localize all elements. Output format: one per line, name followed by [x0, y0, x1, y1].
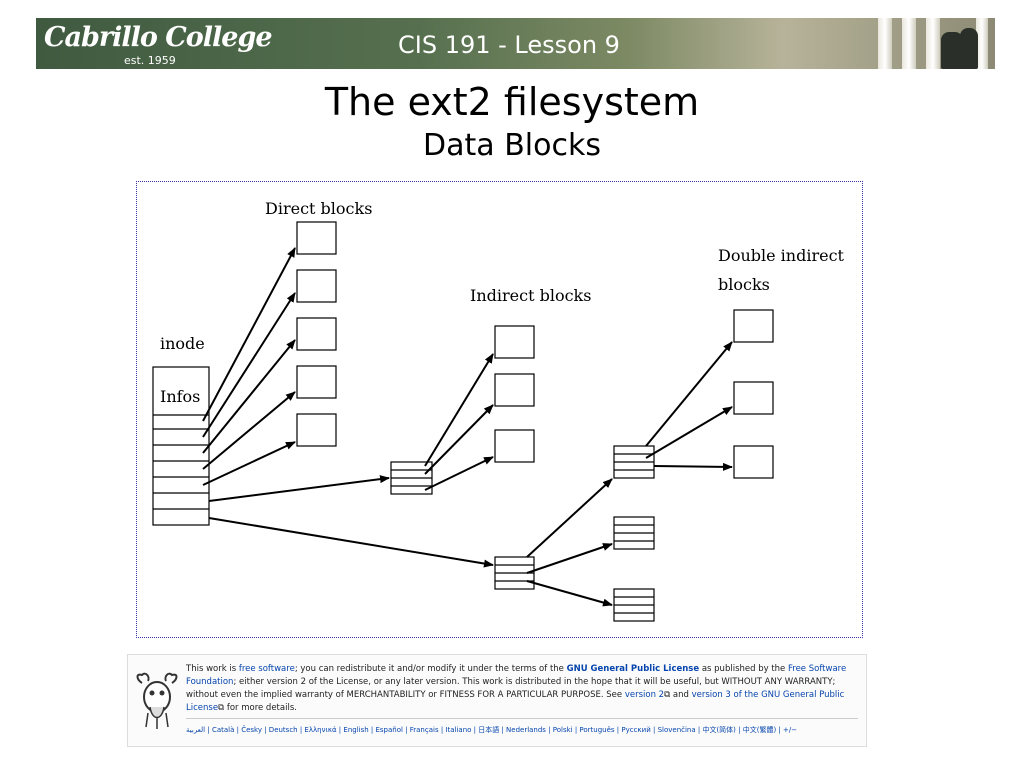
external-link-icon: ⧉: [664, 690, 671, 700]
indirect-blocks: [494, 325, 535, 463]
header-banner: Cabrillo College est. 1959 CIS 191 - Les…: [36, 18, 995, 69]
slide-title: The ext2 filesystem: [324, 80, 700, 124]
slide-subtitle: Data Blocks: [423, 128, 601, 163]
label-direct-blocks: Direct blocks: [265, 199, 372, 218]
free-software-link[interactable]: free software: [238, 664, 295, 674]
pointer-arrows: [202, 247, 733, 607]
license-text: This work is free software; you can redi…: [186, 663, 856, 715]
second-level-pointer-table: [613, 445, 655, 479]
college-logo-est: est. 1959: [124, 54, 176, 67]
license-text-part: ; either version 2 of the License, or an…: [186, 677, 836, 700]
license-text-part: as published by the: [699, 664, 788, 674]
banner-column: [902, 18, 916, 69]
double-indirect-blocks: [733, 309, 774, 479]
banner-person: [941, 32, 963, 69]
fsf-link[interactable]: Free Software Foundation: [186, 664, 847, 687]
banner-column: [976, 18, 988, 69]
banner-column: [926, 18, 940, 69]
diagram-frame: Direct blocks inode Infos Indirect block…: [136, 181, 863, 638]
lesson-title: CIS 191 - Lesson 9: [398, 31, 620, 59]
label-double-indirect-2: blocks: [718, 275, 770, 294]
college-logo: Cabrillo College: [44, 22, 273, 53]
label-double-indirect-1: Double indirect: [718, 246, 845, 265]
banner-person: [960, 28, 978, 69]
indirect-pointer-table: [390, 461, 433, 495]
gnu-head-icon: [136, 672, 178, 729]
label-infos: Infos: [160, 387, 200, 406]
direct-blocks: [296, 221, 337, 447]
gpl-link[interactable]: GNU General Public License: [567, 664, 700, 674]
ext2-blocks-diagram: Direct blocks inode Infos Indirect block…: [152, 199, 845, 622]
label-indirect-blocks: Indirect blocks: [470, 286, 591, 305]
second-level-pointer-table: [613, 588, 655, 622]
license-text-part: and: [670, 690, 692, 700]
license-text-part: This work is: [186, 664, 239, 674]
license-text-part: for more details.: [224, 703, 297, 713]
license-notice: This work is free software; you can redi…: [127, 654, 867, 747]
gpl-version-2-link[interactable]: version 2: [624, 690, 665, 700]
license-text-part: ; you can redistribute it and/or modify …: [294, 664, 567, 674]
gpl-link-label: GNU General Public License: [566, 664, 700, 674]
label-inode: inode: [160, 334, 205, 353]
language-links[interactable]: العربية | Català | Česky | Deutsch | Ελλ…: [186, 726, 798, 734]
external-link-icon: ⧉: [218, 703, 225, 713]
second-level-pointer-table: [613, 516, 655, 550]
license-divider: [186, 718, 858, 719]
gpl-version-3-link[interactable]: version 3 of the GNU General Public Lice…: [186, 690, 845, 713]
banner-column: [878, 18, 892, 69]
